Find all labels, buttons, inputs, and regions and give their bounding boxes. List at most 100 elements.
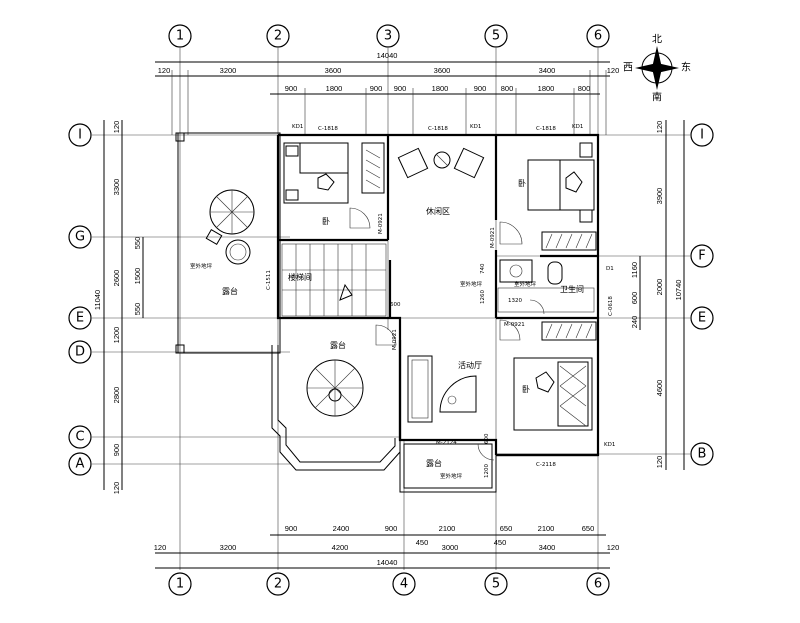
- right-dim-4: 4600: [655, 380, 664, 397]
- window-label-5: C-1511: [266, 270, 272, 290]
- bottom-dim-5: 3400: [539, 543, 556, 552]
- top-sub-dim-4: 900: [394, 84, 407, 93]
- bottom-dim-6: 120: [607, 543, 620, 552]
- room-label-activity: 活动厅: [458, 360, 482, 370]
- room-label-stair: 楼梯间: [288, 272, 312, 282]
- left-dim-1: 120: [112, 121, 121, 134]
- axis-bubble-left-1: I: [78, 128, 82, 143]
- left-dim-4: 1200: [112, 327, 121, 344]
- wardrobe-southeast: [541, 321, 597, 341]
- misc-label-1: 室外地坪: [190, 262, 213, 270]
- top-sub-dim-9: 800: [578, 84, 591, 93]
- top-sub-dim-7: 800: [501, 84, 514, 93]
- top-sub-dim-8: 1800: [538, 84, 555, 93]
- bed-northwest: [283, 142, 349, 204]
- room-label-bed-2: 卧: [518, 179, 526, 188]
- left-dim-3: 2600: [112, 270, 121, 287]
- axis-bubble-top-4: 5: [492, 29, 500, 44]
- right-inner-dim-3: 240: [630, 316, 639, 329]
- bottom-dim-1: 120: [154, 543, 167, 552]
- axis-bubble-right-2: F: [698, 249, 705, 264]
- wardrobe-northwest: [361, 142, 385, 194]
- compass-west: 西: [623, 63, 633, 74]
- door-swings: [349, 207, 545, 461]
- axis-bubble-top-5: 6: [594, 29, 602, 44]
- axis-bubble-bottom-4: 5: [492, 577, 500, 592]
- grid-bubbles-left: I G E D C A: [68, 123, 92, 476]
- right-inner-dim-2: 600: [630, 292, 639, 305]
- top-sub-dim-2: 1800: [326, 84, 343, 93]
- misc-label-2: 室外地坪: [460, 280, 483, 288]
- bottom-dim-2: 3200: [220, 543, 237, 552]
- axis-bubble-top-3: 3: [384, 29, 392, 44]
- bottom-dim-4: 3000: [442, 543, 459, 552]
- right-inner-dim-1: 1160: [630, 262, 639, 278]
- left-inner-dim-1: 550: [133, 237, 142, 250]
- right-dim-5: 120: [655, 456, 664, 469]
- axis-bubble-right-3: E: [698, 311, 706, 326]
- lounge-chairs: [397, 147, 485, 179]
- top-dim-4: 3600: [434, 66, 451, 75]
- grid-bubbles-top: 1 2 3 5 6: [168, 24, 610, 48]
- axis-bubble-left-4: D: [75, 345, 85, 360]
- top-dimensions: 14040 120 3200 3600 3600 3400 120 900 18…: [155, 51, 619, 135]
- axis-bubble-left-2: G: [75, 230, 85, 245]
- top-sub-dim-5: 1800: [432, 84, 449, 93]
- axis-bubble-left-3: E: [76, 311, 84, 326]
- top-dim-2: 3200: [220, 66, 237, 75]
- left-dim-2: 3300: [112, 179, 121, 196]
- misc-label-5: 1320: [508, 298, 522, 304]
- compass-east: 东: [681, 61, 691, 74]
- wardrobe-northeast: [541, 231, 597, 251]
- misc-label-3: 室外地坪: [514, 280, 537, 288]
- top-sub-dim-6: 900: [474, 84, 487, 93]
- axis-bubble-top-2: 2: [274, 29, 282, 44]
- window-label-4: C-2118: [536, 462, 556, 468]
- grid-bubbles-right: I F E B: [690, 123, 714, 466]
- top-dim-1: 120: [158, 66, 171, 75]
- activity-hall-sofa: [407, 355, 477, 423]
- misc-label-4: 室外地坪: [440, 472, 463, 480]
- door-label-1: M-0921: [378, 213, 384, 234]
- room-label-terrace-south: 露台: [330, 340, 346, 350]
- room-label-terrace-west: 露台: [222, 286, 238, 296]
- kd-tag-2: KD1: [470, 124, 481, 130]
- overall-width-bottom: 14040: [377, 558, 398, 567]
- right-dim-3: 2000: [655, 279, 664, 296]
- overall-width-top: 14040: [377, 51, 398, 60]
- bottom-sub-dim-5: 650: [500, 524, 513, 533]
- top-sub-dim-1: 900: [285, 84, 298, 93]
- axis-bubble-left-6: A: [76, 457, 85, 472]
- axis-bubble-right-1: I: [700, 128, 704, 143]
- top-dim-5: 3400: [539, 66, 556, 75]
- left-dim-6: 900: [112, 444, 121, 457]
- door-label-5: M-2124: [436, 440, 457, 446]
- grid-bubbles-bottom: 1 2 4 5 6: [168, 572, 610, 596]
- bottom-sub-dim-4: 2100: [439, 524, 456, 533]
- left-total: 11040: [93, 290, 102, 310]
- axis-bubble-bottom-5: 6: [594, 577, 602, 592]
- door-label-3: M-0921: [392, 329, 398, 350]
- axis-bubble-top-1: 1: [176, 29, 184, 44]
- axis-bubble-bottom-2: 2: [274, 577, 282, 592]
- left-dimensions: 11040 120 3300 2600 1200 2800 900 120 55…: [93, 120, 144, 495]
- misc-label-9: 600: [484, 433, 490, 444]
- door-label-4: M-0921: [504, 322, 525, 328]
- kd-tag-1: KD1: [292, 124, 303, 130]
- room-label-lounge: 休闲区: [426, 206, 450, 216]
- top-dim-3: 3600: [325, 66, 342, 75]
- opening-labels: C-1818 C-1818 C-1818 C-2118 C-1511 C-061…: [190, 124, 615, 480]
- axis-bubble-bottom-1: 1: [176, 577, 184, 592]
- door-label-2: M-0921: [490, 227, 496, 248]
- right-dimensions: 120 3900 2000 4600 120 10740 1160 600 24…: [630, 120, 685, 470]
- axis-bubble-right-4: B: [698, 447, 707, 462]
- misc-label-10: 1200: [484, 464, 490, 478]
- room-label-bath: 卫生间: [560, 284, 584, 294]
- right-dim-2: 3900: [655, 188, 664, 205]
- walls: [175, 132, 600, 493]
- d-tag-1: D1: [606, 266, 614, 272]
- left-dim-7: 120: [112, 482, 121, 495]
- room-labels: 露台 露台 露台 楼梯间 休闲区 活动厅 卫生间 卧 卧 卧: [222, 179, 584, 468]
- bottom-sub-dim-2: 2400: [333, 524, 350, 533]
